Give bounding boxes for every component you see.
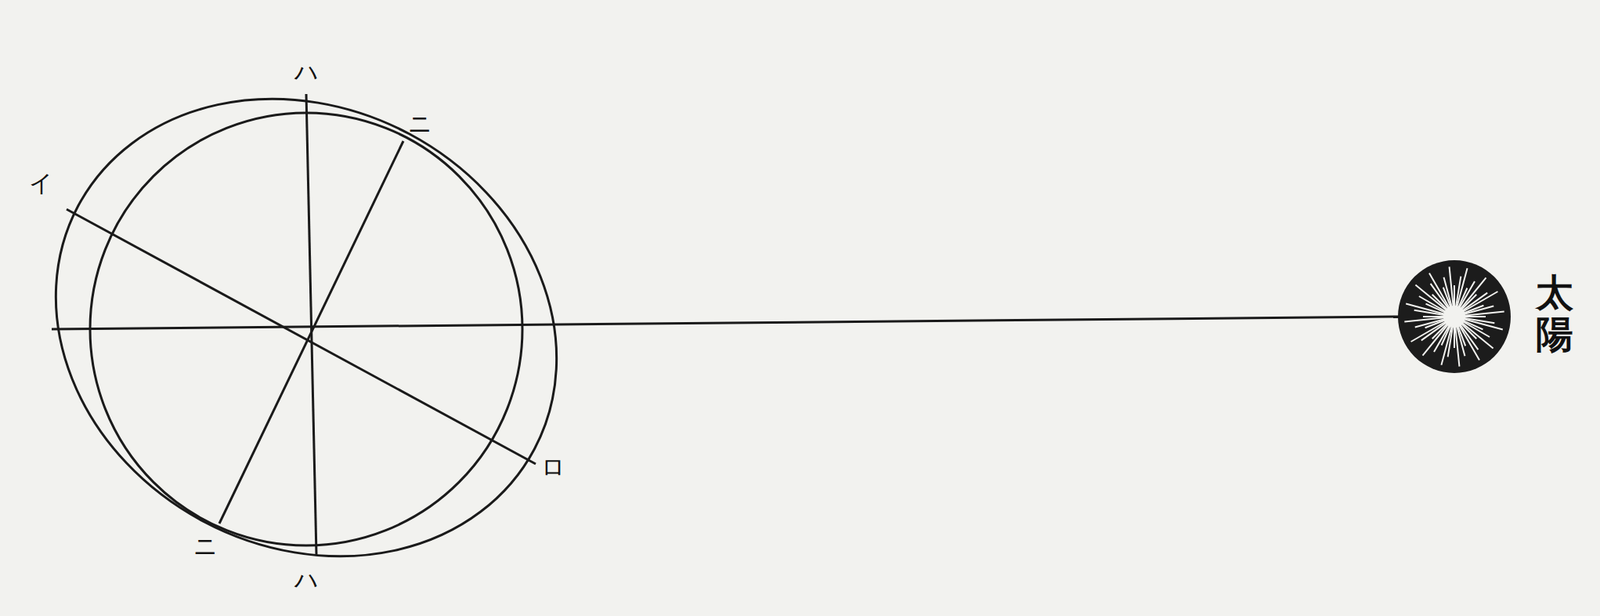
point-label: ニ [408,111,433,136]
tidal-ellipse [0,12,638,616]
sun-ray [1462,311,1505,316]
sun-ray [1449,266,1454,309]
diameter-line [219,140,404,524]
point-label: ニ [193,534,218,558]
point-label: ロ [541,455,566,479]
sun-line [51,316,1399,329]
sun-symbol [1397,260,1511,373]
diameter-line [66,209,536,464]
sun-ray [1453,285,1456,309]
sun-ray [1453,324,1456,348]
sun-ray [1404,317,1447,322]
point-label: ハ [294,567,319,592]
point-label: イ [28,171,54,196]
sun-ray [1423,315,1447,318]
sun-label: 太陽 [1535,271,1574,355]
point-label: ハ [294,60,319,84]
sun-ray [1455,324,1460,367]
